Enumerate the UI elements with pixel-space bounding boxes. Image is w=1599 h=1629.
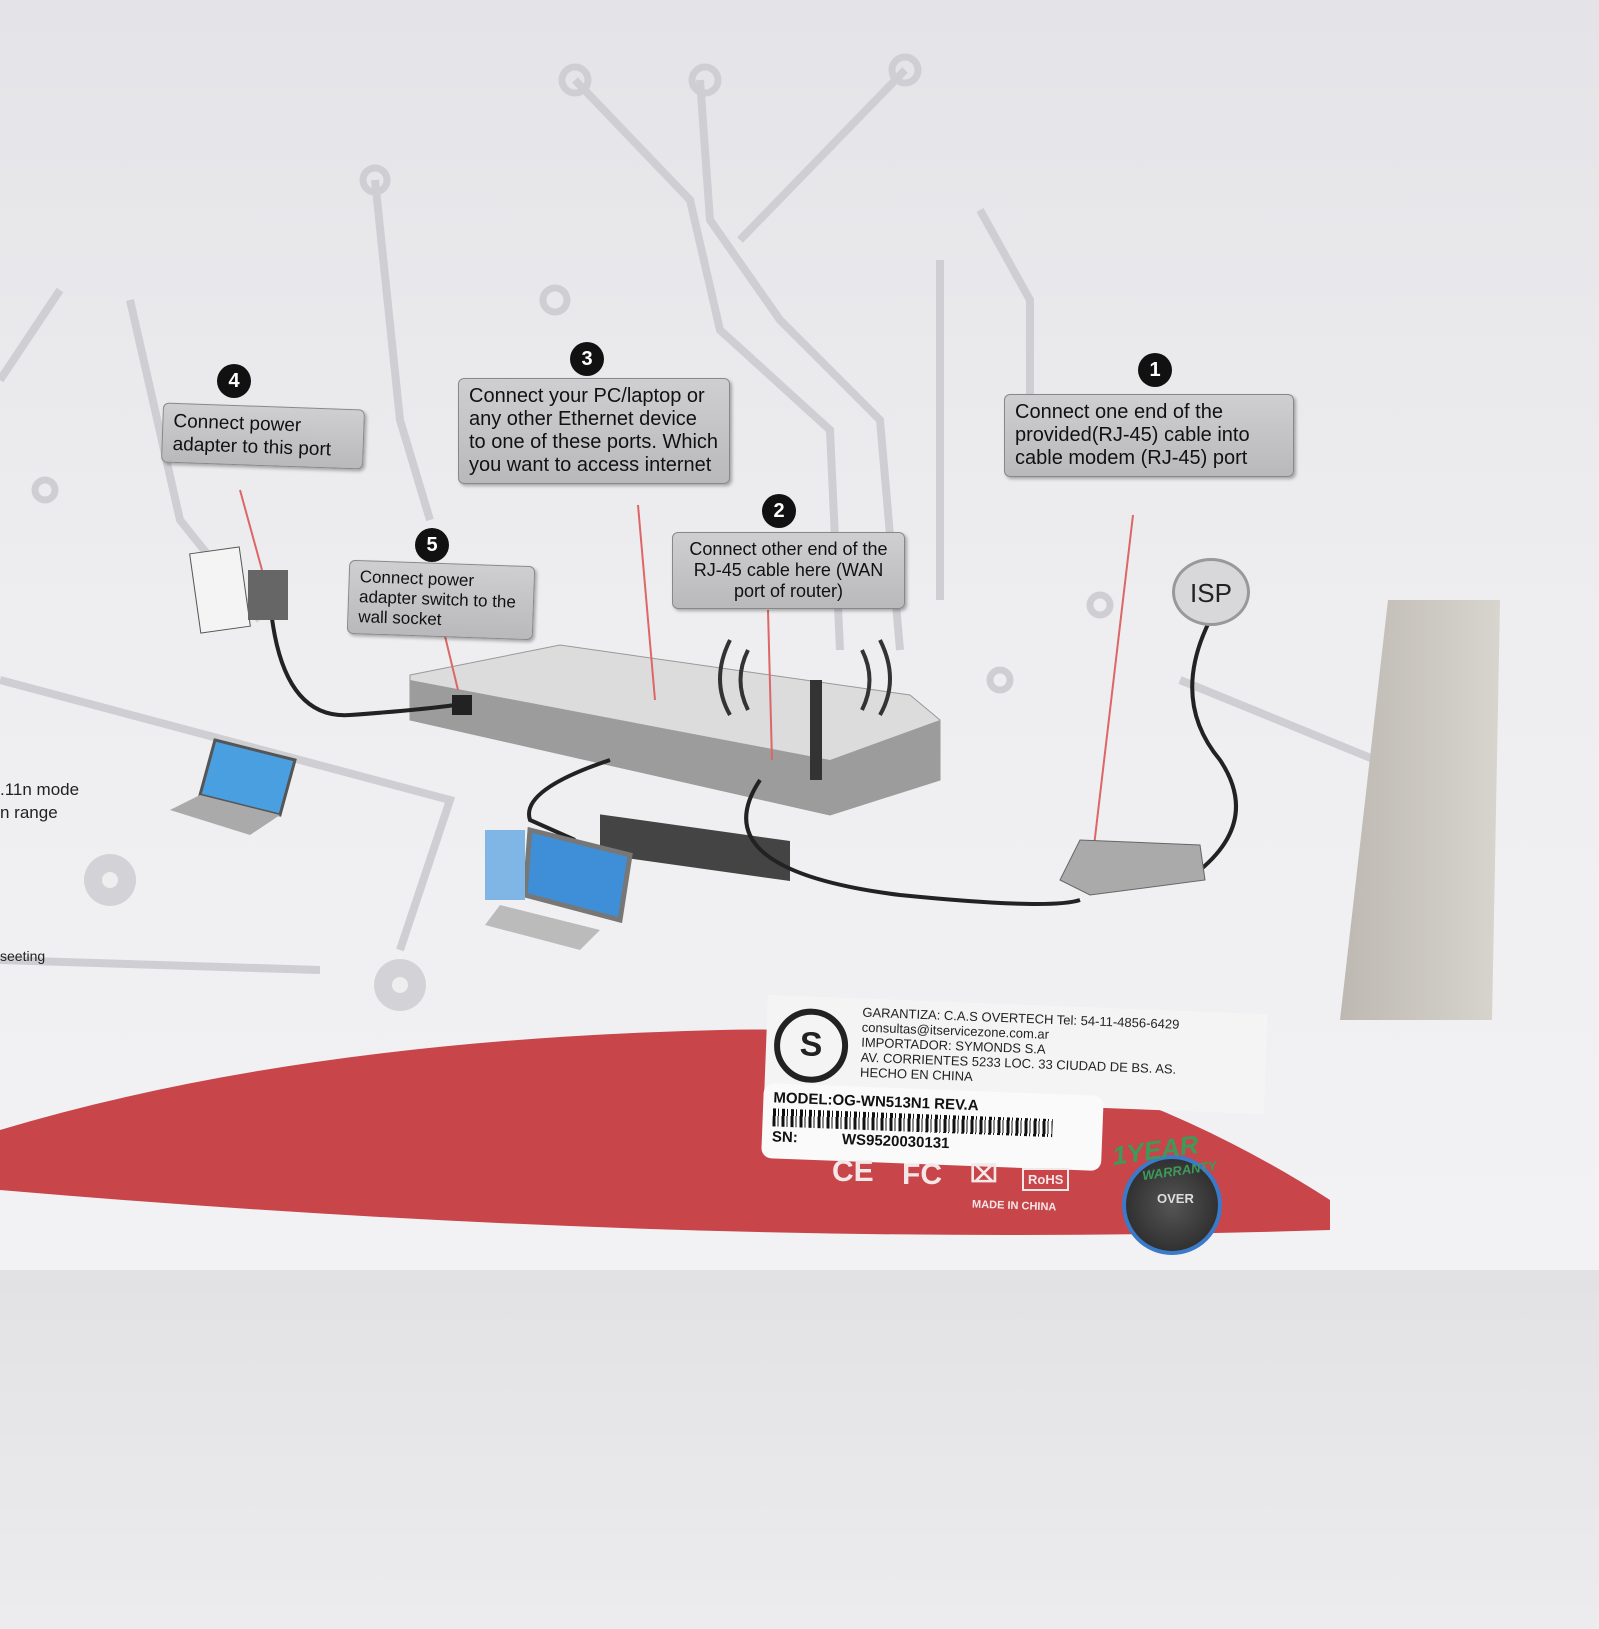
step-number-1: 1 bbox=[1138, 353, 1172, 387]
callout-step-5: Connect power adapter switch to the wall… bbox=[346, 559, 536, 641]
weee-icon: ⌧ bbox=[970, 1161, 998, 1188]
callout-step-1: Connect one end of the provided(RJ-45) c… bbox=[1004, 394, 1294, 477]
step-number-5: 5 bbox=[415, 528, 449, 562]
step-number-2: 2 bbox=[762, 494, 796, 528]
product-box-back: 1 Connect one end of the provided(RJ-45)… bbox=[0, 0, 1599, 1270]
callout-step-2: Connect other end of the RJ-45 cable her… bbox=[672, 532, 905, 609]
isp-label: ISP bbox=[1172, 558, 1250, 626]
callout-step-4: Connect power adapter to this port bbox=[161, 402, 365, 470]
router-illustration bbox=[409, 644, 941, 882]
ce-mark: CE bbox=[832, 1155, 874, 1188]
cable-modem bbox=[1059, 839, 1206, 896]
laptop-illustration bbox=[170, 738, 297, 835]
table-surface bbox=[0, 1270, 1599, 1629]
feature-text: .11n mode bbox=[0, 780, 80, 799]
feature-text: n range bbox=[0, 803, 58, 822]
step-number-3: 3 bbox=[570, 342, 604, 376]
warranty-badge: 1YEAR WARRANTY OVER bbox=[1110, 1129, 1242, 1255]
callout-step-3: Connect your PC/laptop or any other Ethe… bbox=[458, 378, 730, 484]
sit-logo: S bbox=[772, 1007, 850, 1085]
rohs-mark: RoHS bbox=[1022, 1168, 1070, 1191]
feature-text: seeting bbox=[0, 948, 46, 964]
fcc-mark: FC bbox=[902, 1158, 942, 1191]
sn-label: SN: bbox=[771, 1128, 799, 1147]
step-number-4: 4 bbox=[217, 364, 251, 398]
serial-number: WS9520030131 bbox=[841, 1131, 950, 1153]
wall-socket bbox=[189, 546, 251, 634]
brand-logo: OVER bbox=[1157, 1191, 1194, 1206]
desktop-pc-illustration bbox=[485, 826, 633, 950]
